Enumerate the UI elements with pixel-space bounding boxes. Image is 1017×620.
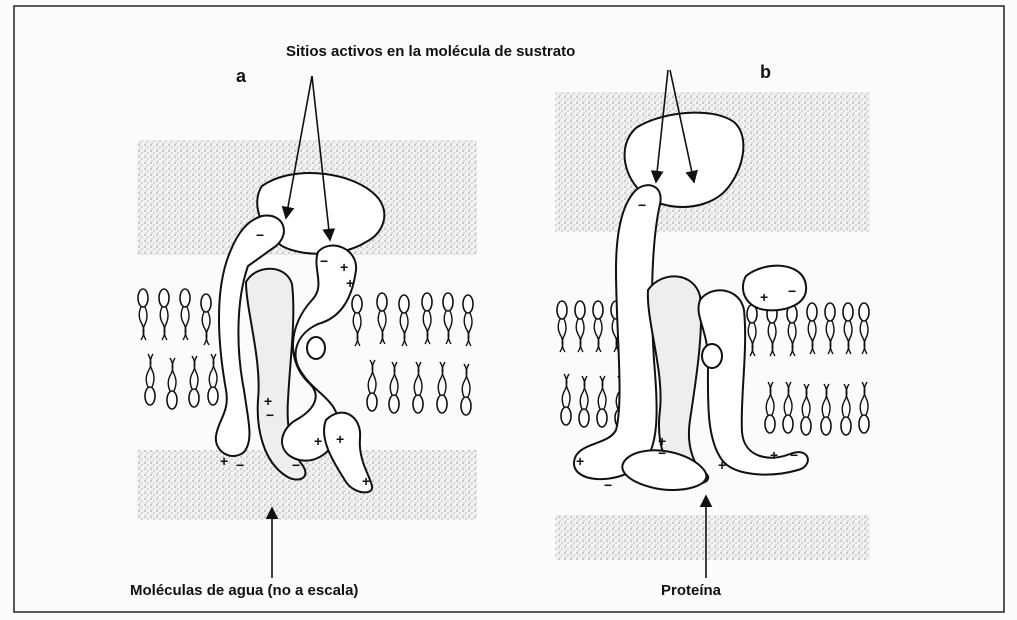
lipid-bilayer-right-b xyxy=(747,303,869,435)
charge-minus: − xyxy=(604,477,612,493)
protein-a xyxy=(216,215,372,492)
charge-plus: + xyxy=(718,457,726,473)
caption-protein: Proteína xyxy=(661,582,721,599)
charge-plus: + xyxy=(760,289,768,305)
panel-a-graphic: − − + + + − + + − + − + xyxy=(137,76,477,578)
panel-label-a: a xyxy=(236,66,246,87)
pocket-a xyxy=(307,337,325,359)
charge-plus: + xyxy=(340,259,348,275)
charge-minus: − xyxy=(320,253,328,269)
pocket-b xyxy=(702,344,722,368)
charge-minus: − xyxy=(256,227,264,243)
charge-minus: − xyxy=(658,445,666,461)
charge-plus: + xyxy=(362,473,370,489)
charge-minus: − xyxy=(790,447,798,463)
charge-plus: + xyxy=(220,453,228,469)
charge-plus: + xyxy=(314,433,322,449)
water-region-bottom-b xyxy=(555,515,870,560)
charge-plus: + xyxy=(576,453,584,469)
panel-b-graphic: − + − + − + − + + − xyxy=(555,70,870,578)
charge-minus: − xyxy=(266,407,274,423)
charge-plus: + xyxy=(336,431,344,447)
charge-plus: + xyxy=(770,447,778,463)
charge-minus: − xyxy=(236,457,244,473)
panel-label-b: b xyxy=(760,62,771,83)
caption-water-molecules: Moléculas de agua (no a escala) xyxy=(130,582,358,599)
charge-minus: − xyxy=(292,457,300,473)
charge-minus: − xyxy=(788,283,796,299)
charge-plus: + xyxy=(346,275,354,291)
lipid-bilayer-left-a xyxy=(138,289,218,409)
lipid-bilayer-right-a xyxy=(352,293,473,415)
lipid-bilayer-left-b xyxy=(557,301,625,427)
charge-minus: − xyxy=(638,197,646,213)
diagram-title: Sitios activos en la molécula de sustrat… xyxy=(286,43,575,60)
